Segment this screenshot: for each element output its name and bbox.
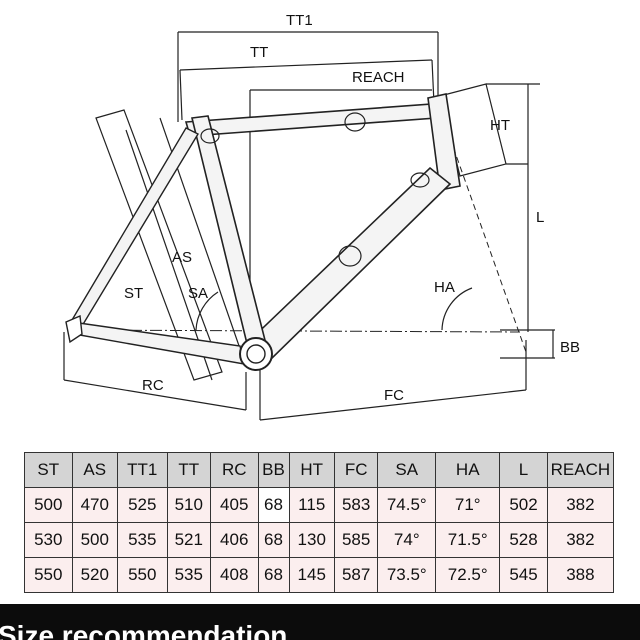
column-header: TT bbox=[166, 452, 211, 488]
ht-label: HT bbox=[490, 117, 510, 134]
column-header: ST bbox=[24, 452, 73, 488]
table-cell: 408 bbox=[209, 557, 259, 593]
st-label: ST bbox=[124, 285, 143, 302]
frame-geometry-diagram: TT1 TT REACH HT L AS ST SA HA BB RC FC bbox=[63, 12, 580, 421]
table-cell: 145 bbox=[288, 557, 335, 593]
column-header: TT1 bbox=[116, 452, 168, 488]
table-cell: 550 bbox=[24, 557, 73, 593]
table-row: 550 520 550 535 408 68 145 587 73.5° 72.… bbox=[24, 557, 615, 593]
table-cell: 502 bbox=[499, 487, 548, 523]
table-cell: 528 bbox=[499, 522, 548, 558]
table-cell: 550 bbox=[116, 557, 168, 593]
rc-label: RC bbox=[142, 377, 164, 394]
table-header-row: ST AS TT1 TT RC BB HT FC SA HA L REACH bbox=[24, 452, 615, 488]
bb-label: BB bbox=[560, 339, 580, 356]
table-cell: 406 bbox=[209, 522, 259, 558]
table-cell: 130 bbox=[288, 522, 335, 558]
as-label: AS bbox=[172, 249, 192, 266]
footer-bar: Size recommendation bbox=[0, 604, 640, 640]
column-header: HA bbox=[435, 452, 501, 488]
table-cell: 583 bbox=[333, 487, 379, 523]
table-cell: 470 bbox=[71, 487, 118, 523]
l-label: L bbox=[536, 209, 544, 226]
table-cell: 388 bbox=[546, 557, 615, 593]
table-cell: 525 bbox=[116, 487, 168, 523]
table-row: 530 500 535 521 406 68 130 585 74° 71.5°… bbox=[24, 522, 615, 558]
footer-title: Size recommendation bbox=[0, 620, 288, 640]
ha-label: HA bbox=[434, 279, 455, 296]
table-cell: 545 bbox=[499, 557, 548, 593]
table-cell: 530 bbox=[24, 522, 73, 558]
column-header: AS bbox=[71, 452, 118, 488]
table-cell: 382 bbox=[546, 487, 615, 523]
table-cell: 405 bbox=[209, 487, 259, 523]
column-header: SA bbox=[377, 452, 437, 488]
column-header: BB bbox=[257, 452, 290, 488]
table-cell: 115 bbox=[288, 487, 335, 523]
column-header: L bbox=[499, 452, 548, 488]
table-cell: 585 bbox=[333, 522, 379, 558]
tt-label: TT bbox=[250, 44, 268, 61]
reach-label: REACH bbox=[352, 69, 405, 86]
table-cell: 68 bbox=[257, 522, 290, 558]
column-header: FC bbox=[333, 452, 379, 488]
geometry-table: ST AS TT1 TT RC BB HT FC SA HA L REACH 5… bbox=[24, 452, 615, 593]
tt1-label: TT1 bbox=[286, 12, 313, 29]
table-cell: 382 bbox=[546, 522, 615, 558]
column-header: RC bbox=[209, 452, 259, 488]
table-cell: 535 bbox=[116, 522, 168, 558]
table-cell: 74° bbox=[377, 522, 437, 558]
table-cell: 68 bbox=[257, 557, 290, 593]
fc-label: FC bbox=[384, 387, 404, 404]
table-cell: 521 bbox=[166, 522, 211, 558]
table-cell: 520 bbox=[71, 557, 118, 593]
bicycle-frame bbox=[65, 93, 461, 371]
table-cell: 68 bbox=[257, 487, 290, 523]
sa-label: SA bbox=[188, 285, 208, 302]
table-cell: 71.5° bbox=[435, 522, 501, 558]
table-cell: 500 bbox=[24, 487, 73, 523]
table-cell: 587 bbox=[333, 557, 379, 593]
table-cell: 500 bbox=[71, 522, 118, 558]
column-header: HT bbox=[288, 452, 335, 488]
column-header: REACH bbox=[546, 452, 615, 488]
table-cell: 510 bbox=[166, 487, 211, 523]
table-cell: 535 bbox=[166, 557, 211, 593]
table-row: 500 470 525 510 405 68 115 583 74.5° 71°… bbox=[24, 487, 615, 523]
table-cell: 73.5° bbox=[377, 557, 437, 593]
table-cell: 74.5° bbox=[377, 487, 437, 523]
table-cell: 71° bbox=[435, 487, 501, 523]
table-cell: 72.5° bbox=[435, 557, 501, 593]
